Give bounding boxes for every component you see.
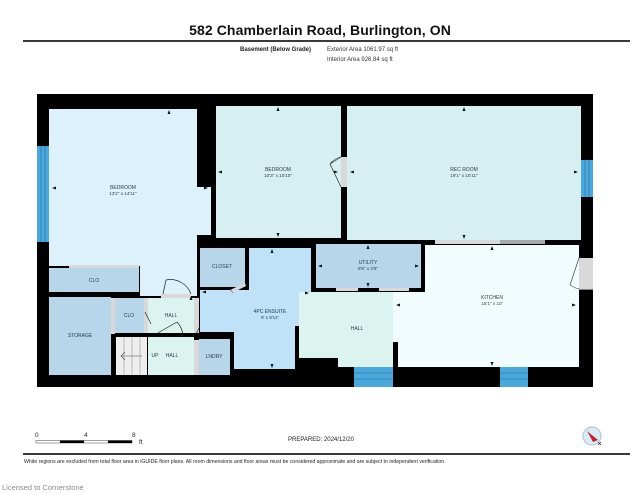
property-address-title: 582 Chamberlain Road, Burlington, ON [189, 22, 451, 38]
room-hall-lower[interactable]: UP HALL [148, 337, 194, 375]
room-hall-center[interactable]: HALL [299, 292, 393, 367]
window-icon [500, 367, 528, 387]
room-label: STORAGE [68, 333, 93, 339]
scale-bar [35, 440, 133, 444]
room-storage[interactable]: STORAGE [49, 297, 111, 375]
room-hall-upper[interactable]: HALL [148, 294, 194, 333]
stairs-up-label: UP [152, 353, 160, 359]
room-label: HALL [165, 313, 178, 319]
dimension-markers [52, 107, 578, 368]
room-closet[interactable]: CLOSET [200, 248, 245, 287]
room-label: UTILITY [359, 260, 378, 266]
room-label: 4PC ENSUITE [254, 309, 287, 315]
room-dimensions: 9' x 9'11" [261, 315, 279, 320]
scale-unit: ft [139, 439, 143, 446]
room-label: LNDRY [206, 354, 224, 360]
room-label: HALL [166, 353, 179, 359]
room-label: KITCHEN [481, 295, 503, 301]
prepared-date: PREPARED: 2024/12/20 [288, 437, 354, 443]
window-icon [37, 146, 49, 242]
room-dimensions: 19'1" x 10'11" [450, 173, 478, 178]
header-divider [23, 40, 630, 42]
window-icon [581, 160, 593, 197]
room-label: REC ROOM [450, 167, 478, 173]
window-icon [354, 367, 393, 387]
footer-divider [23, 453, 630, 455]
room-bedroom-1[interactable]: BEDROOM 13'2" x 14'11" [49, 109, 211, 296]
room-label: CLO [124, 313, 134, 319]
room-label: BEDROOM [265, 167, 291, 173]
stair-direction-arrow-icon [120, 351, 142, 361]
door-icon [329, 156, 347, 188]
scale-label-8: 8 [132, 432, 136, 439]
disclaimer-text: White regions are excluded from total fl… [24, 459, 446, 465]
license-watermark: Licensed to Cornerstone [2, 483, 84, 492]
room-dimensions: 10'3" x 10'10" [264, 173, 292, 178]
opening [194, 298, 199, 333]
exterior-area: Exterior Area 1061.97 sq ft [327, 47, 399, 53]
room-closet-left[interactable]: CLO [49, 265, 139, 292]
room-ensuite[interactable]: 4PC ENSUITE 9' x 9'11" [200, 248, 311, 369]
interior-area: Interior Area 926.84 sq ft [327, 57, 393, 63]
room-dimensions: 13'2" x 14'11" [109, 191, 137, 196]
room-dimensions: 8'6" x 3'6" [358, 266, 378, 271]
opening-rec-kitchen [435, 240, 500, 244]
room-closet-hall[interactable]: CLO [115, 298, 144, 333]
scale-label-4: 4 [84, 432, 88, 439]
room-laundry[interactable]: LNDRY [199, 339, 230, 375]
room-stairs[interactable] [116, 337, 147, 375]
opening [111, 298, 115, 334]
room-label: CLOSET [212, 264, 232, 270]
opening [144, 298, 148, 333]
room-bedroom-2[interactable]: BEDROOM 10'3" x 10'10" [216, 106, 341, 238]
room-label: HALL [351, 326, 364, 332]
opening [194, 340, 199, 375]
scale-label-0: 0 [35, 432, 39, 439]
opening-rec-kitchen-2 [500, 240, 545, 244]
door-icon [569, 257, 594, 291]
room-label: CLO [89, 278, 99, 284]
room-kitchen[interactable]: KITCHEN 15'1" x 10' [393, 245, 579, 367]
room-utility[interactable]: UTILITY 8'6" x 3'6" [316, 244, 421, 288]
north-compass-icon [582, 426, 602, 446]
room-label: BEDROOM [110, 185, 136, 191]
room-rec-room[interactable]: REC ROOM 19'1" x 10'11" [347, 106, 581, 240]
floor-level-label: Basement (Below Grade) [240, 47, 312, 53]
room-dimensions: 15'1" x 10' [481, 301, 502, 306]
